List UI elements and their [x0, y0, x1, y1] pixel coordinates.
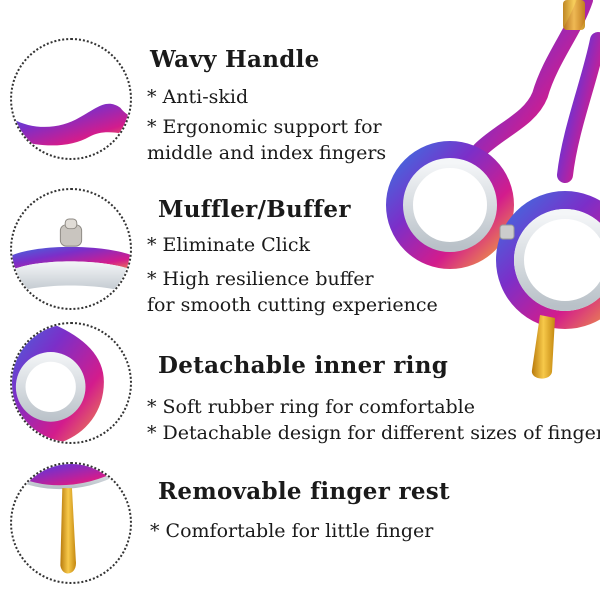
scissors-illustration — [386, 0, 600, 379]
feature-bullet: * Soft rubber ring for comfortable — [147, 396, 476, 418]
feature-bullet: * Eliminate Click — [147, 234, 310, 256]
finger-rest-icon — [10, 462, 132, 584]
feature-bullet: * High resilience buffer — [147, 268, 374, 290]
wavy-handle-icon — [10, 38, 132, 160]
feature-bullet: * Comfortable for little finger — [150, 520, 434, 542]
feature-title: Removable finger rest — [158, 478, 450, 505]
feature-bullet: middle and index fingers — [147, 142, 387, 164]
feature-bullet: * Ergonomic support for — [147, 116, 382, 138]
feature-bullet: * Anti-skid — [147, 86, 249, 108]
muffler-buffer-icon — [10, 188, 132, 310]
inner-ring-icon — [10, 322, 132, 444]
feature-title: Wavy Handle — [150, 46, 320, 73]
feature-title: Detachable inner ring — [158, 352, 449, 379]
feature-bullet: * Detachable design for different sizes … — [147, 422, 600, 444]
feature-bullet: for smooth cutting experience — [147, 294, 438, 316]
feature-title: Muffler/Buffer — [158, 196, 351, 223]
